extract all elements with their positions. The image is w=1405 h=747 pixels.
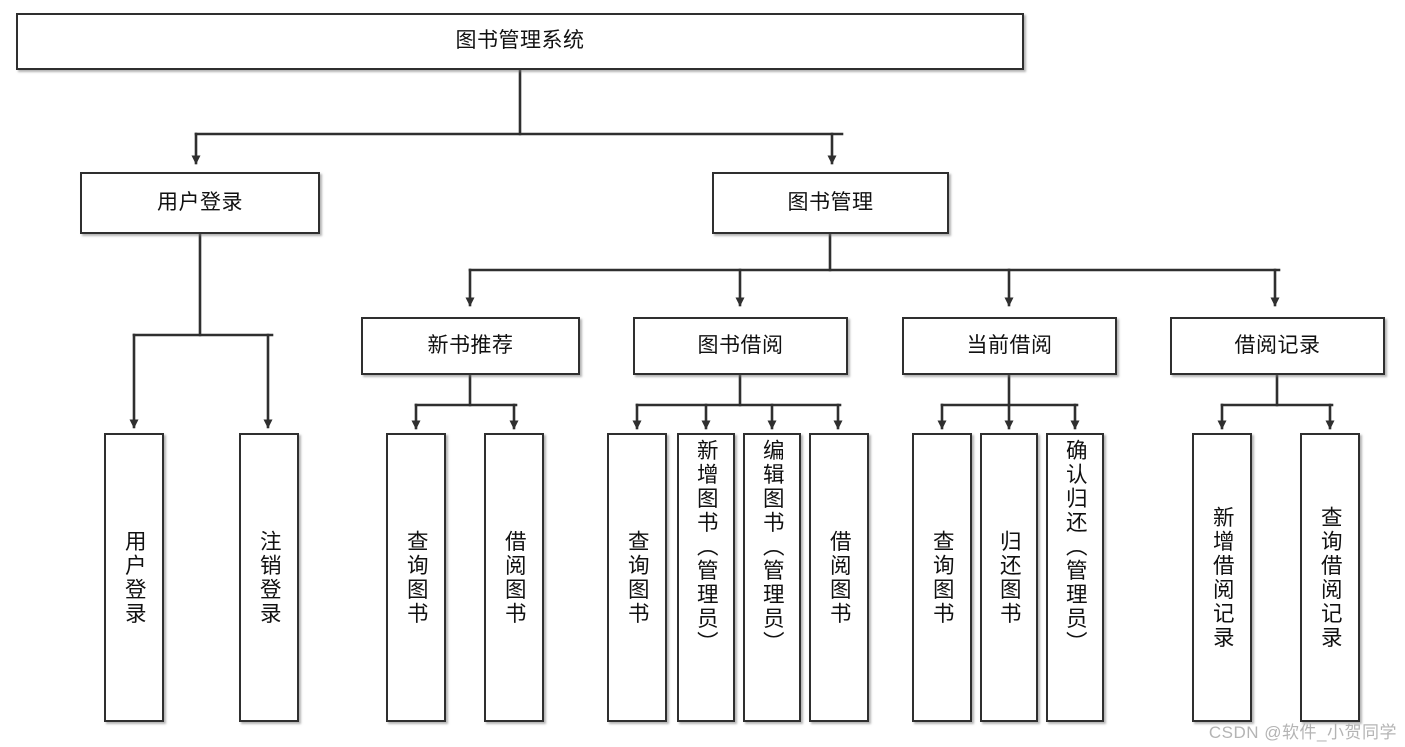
node-label: 查询图书: [404, 529, 429, 626]
node-book-borrowing[interactable]: 图书借阅: [633, 317, 848, 375]
node-label: 当前借阅: [966, 333, 1053, 357]
leaf-query-book-new[interactable]: 查询图书: [386, 433, 446, 722]
node-label: 用户登录: [122, 529, 147, 626]
node-user-login[interactable]: 用户登录: [80, 172, 320, 234]
leaf-edit-book-admin[interactable]: 编辑图书（管理员）: [743, 433, 801, 722]
node-label: 借阅图书: [502, 529, 527, 626]
leaf-return-book[interactable]: 归还图书: [980, 433, 1038, 722]
node-label: 借阅图书: [827, 529, 852, 626]
node-label: 归还图书: [997, 529, 1022, 626]
node-label: 确认归还（管理员）: [1063, 439, 1088, 655]
node-label: 编辑图书（管理员）: [760, 439, 785, 655]
leaf-confirm-return-admin[interactable]: 确认归还（管理员）: [1046, 433, 1104, 722]
leaf-logout[interactable]: 注销登录: [239, 433, 299, 722]
leaf-query-book-borrow[interactable]: 查询图书: [607, 433, 667, 722]
node-current-borrowing[interactable]: 当前借阅: [902, 317, 1117, 375]
node-book-management[interactable]: 图书管理: [712, 172, 949, 234]
node-label: 查询图书: [930, 529, 955, 626]
node-label: 新增借阅记录: [1210, 505, 1235, 650]
node-label: 新书推荐: [427, 333, 514, 357]
leaf-user-login[interactable]: 用户登录: [104, 433, 164, 722]
leaf-add-book-admin[interactable]: 新增图书（管理员）: [677, 433, 735, 722]
leaf-query-book-current[interactable]: 查询图书: [912, 433, 972, 722]
node-label: 查询图书: [625, 529, 650, 626]
leaf-query-borrow-record[interactable]: 查询借阅记录: [1300, 433, 1360, 722]
watermark-text: CSDN @软件_小贺同学: [1208, 723, 1397, 742]
node-label: 图书借阅: [697, 333, 784, 357]
leaf-add-borrow-record[interactable]: 新增借阅记录: [1192, 433, 1252, 722]
node-label: 图书管理系统: [455, 29, 585, 53]
node-root-system[interactable]: 图书管理系统: [16, 13, 1024, 70]
node-label: 新增图书（管理员）: [694, 439, 719, 655]
node-borrowing-records[interactable]: 借阅记录: [1170, 317, 1385, 375]
leaf-borrow-book[interactable]: 借阅图书: [809, 433, 869, 722]
node-label: 借阅记录: [1234, 333, 1321, 357]
node-label: 注销登录: [257, 529, 282, 626]
node-label: 图书管理: [787, 190, 874, 214]
node-label: 查询借阅记录: [1318, 505, 1343, 650]
leaf-borrow-book-new[interactable]: 借阅图书: [484, 433, 544, 722]
node-new-book-recommendation[interactable]: 新书推荐: [361, 317, 580, 375]
node-label: 用户登录: [157, 190, 243, 214]
